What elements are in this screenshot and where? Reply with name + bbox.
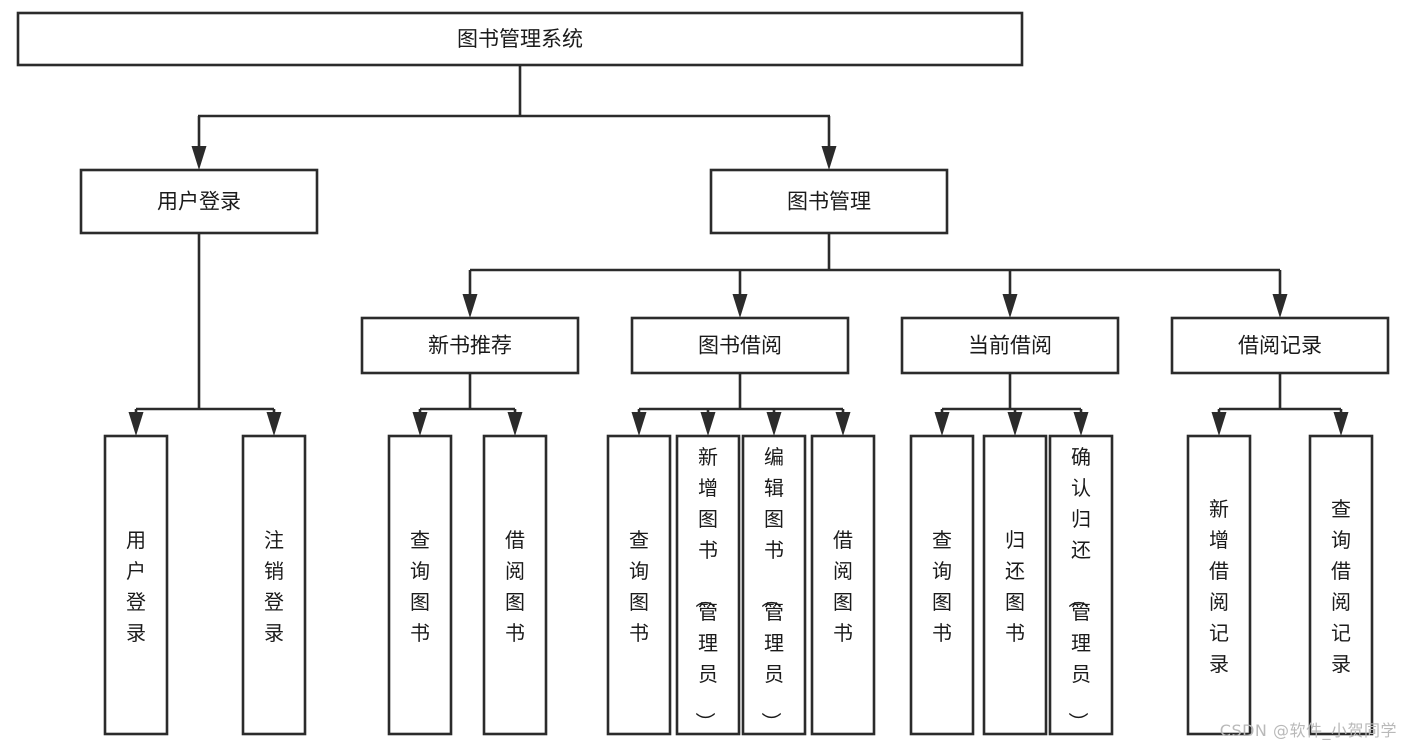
leaf-node-编辑图书管理员[interactable]: 编辑图书（管理员） [741, 434, 807, 736]
node-label: 新增借阅记录 [1209, 497, 1229, 676]
arrow-head-icon [835, 412, 851, 436]
node-label: 归还图书 [1005, 528, 1025, 645]
arrow-head-icon [1333, 412, 1349, 436]
node-box [630, 316, 850, 375]
arrow-head-icon [462, 294, 478, 318]
leaf-node-查询图书[interactable]: 查询图书 [909, 434, 975, 736]
leaf-node-注销登录[interactable]: 注销登录 [241, 434, 307, 736]
node-box [1186, 434, 1252, 736]
node-box [1308, 434, 1374, 736]
node-level3-图书借阅[interactable]: 图书借阅 [630, 316, 850, 375]
node-label: 查询图书 [932, 528, 952, 645]
arrow-head-icon [1073, 412, 1089, 436]
node-label: 图书管理系统 [457, 27, 583, 51]
arrow-head-icon [191, 146, 207, 170]
node-label: 新书推荐 [428, 334, 512, 358]
node-label: 借阅图书 [505, 528, 525, 645]
node-box [810, 434, 876, 736]
arrow-head-icon [700, 412, 716, 436]
arrow-head-icon [128, 412, 144, 436]
arrow-head-icon [266, 412, 282, 436]
node-label: 新增图书（管理员） [693, 445, 718, 732]
node-label: 查询借阅记录 [1331, 497, 1351, 676]
node-label: 借阅记录 [1238, 334, 1322, 358]
arrow-head-icon [821, 146, 837, 170]
node-label: 图书管理 [787, 190, 871, 214]
arrow-head-icon [732, 294, 748, 318]
arrow-head-icon [1211, 412, 1227, 436]
node-label: 借阅图书 [833, 528, 853, 645]
leaf-node-新增借阅记录[interactable]: 新增借阅记录 [1186, 434, 1252, 736]
node-label: 用户登录 [157, 190, 241, 214]
node-box [16, 11, 1024, 67]
node-label: 查询图书 [629, 528, 649, 645]
node-box [900, 316, 1120, 375]
node-box [241, 434, 307, 736]
node-label: 编辑图书（管理员） [759, 445, 784, 732]
node-level2-用户登录[interactable]: 用户登录 [79, 168, 319, 235]
node-box [79, 168, 319, 235]
node-box [909, 434, 975, 736]
leaf-node-新增图书管理员[interactable]: 新增图书（管理员） [675, 434, 741, 736]
arrow-head-icon [631, 412, 647, 436]
node-box [606, 434, 672, 736]
node-level3-新书推荐[interactable]: 新书推荐 [360, 316, 580, 375]
arrow-head-icon [766, 412, 782, 436]
node-box [1170, 316, 1390, 375]
node-label: 查询图书 [410, 528, 430, 645]
leaf-node-确认归还管理员[interactable]: 确认归还（管理员） [1048, 434, 1114, 736]
node-box [1048, 434, 1114, 736]
nodes-layer: 图书管理系统用户登录图书管理新书推荐图书借阅当前借阅借阅记录用户登录注销登录查询… [16, 11, 1390, 736]
leaf-node-查询图书[interactable]: 查询图书 [387, 434, 453, 736]
node-label: 图书借阅 [698, 334, 782, 358]
node-box [982, 434, 1048, 736]
leaf-node-归还图书[interactable]: 归还图书 [982, 434, 1048, 736]
arrow-head-icon [1002, 294, 1018, 318]
arrow-head-icon [934, 412, 950, 436]
node-box [482, 434, 548, 736]
node-label: 当前借阅 [968, 334, 1052, 358]
node-box [360, 316, 580, 375]
node-box [709, 168, 949, 235]
leaf-node-用户登录[interactable]: 用户登录 [103, 434, 169, 736]
leaf-node-查询借阅记录[interactable]: 查询借阅记录 [1308, 434, 1374, 736]
node-box [387, 434, 453, 736]
leaf-node-借阅图书[interactable]: 借阅图书 [810, 434, 876, 736]
arrow-head-icon [1007, 412, 1023, 436]
node-root-图书管理系统[interactable]: 图书管理系统 [16, 11, 1024, 67]
arrow-head-icon [1272, 294, 1288, 318]
node-label: 注销登录 [264, 528, 284, 645]
node-level2-图书管理[interactable]: 图书管理 [709, 168, 949, 235]
node-level3-当前借阅[interactable]: 当前借阅 [900, 316, 1120, 375]
node-level3-借阅记录[interactable]: 借阅记录 [1170, 316, 1390, 375]
node-box [741, 434, 807, 736]
node-box [103, 434, 169, 736]
node-box [675, 434, 741, 736]
leaf-node-查询图书[interactable]: 查询图书 [606, 434, 672, 736]
leaf-node-借阅图书[interactable]: 借阅图书 [482, 434, 548, 736]
connectors-layer [128, 65, 1349, 436]
node-label: 确认归还（管理员） [1066, 445, 1091, 732]
arrow-head-icon [507, 412, 523, 436]
arrow-head-icon [412, 412, 428, 436]
node-label: 用户登录 [126, 528, 146, 645]
